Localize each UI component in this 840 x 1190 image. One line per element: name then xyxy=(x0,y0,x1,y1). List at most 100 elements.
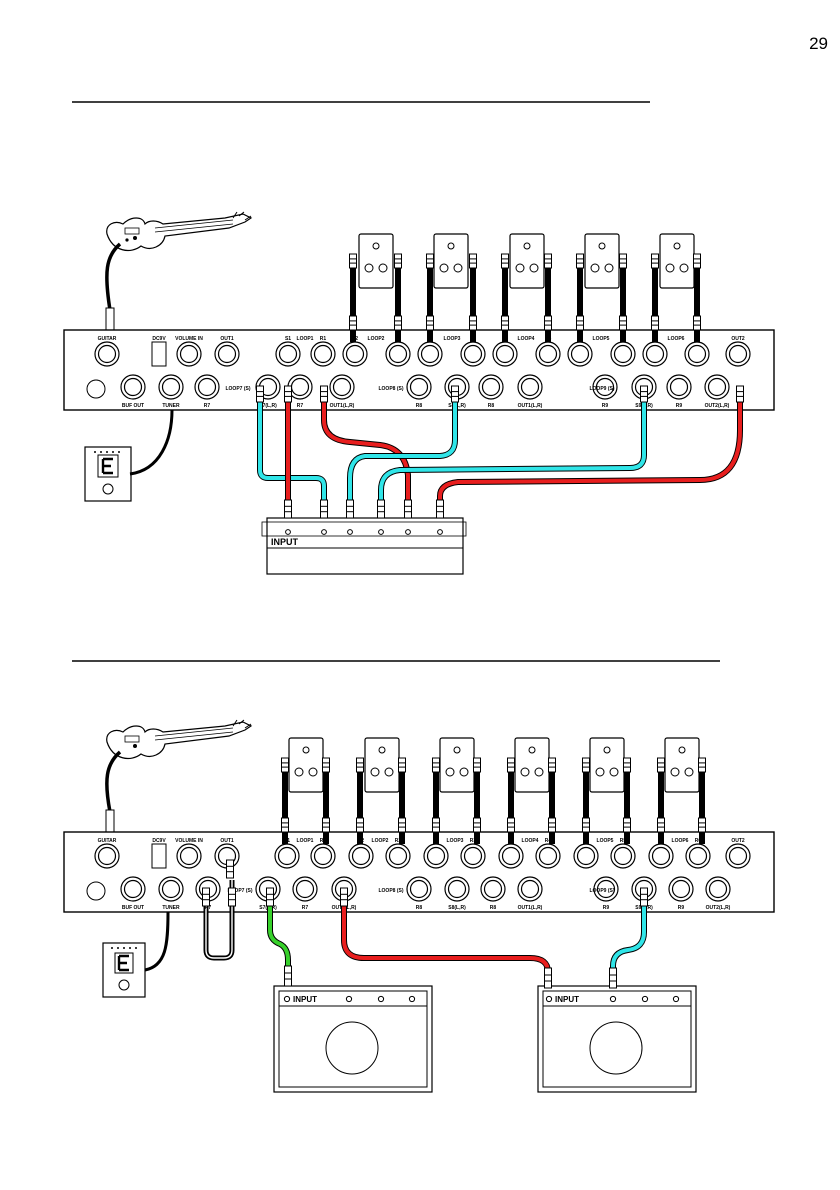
jack-label-top-lower: R8 xyxy=(488,403,495,409)
jack-label-top-lower: R7 xyxy=(297,403,304,409)
jack-bottom-upper-inner xyxy=(728,846,748,866)
effect-pedal-bottom-3-knob-l xyxy=(445,767,455,777)
pedal-top-2-plug-r-bot xyxy=(469,315,477,331)
pedal-bottom-1-cable-r xyxy=(323,760,329,844)
jack-label-bottom: R5 xyxy=(620,838,627,844)
power-jack-icon xyxy=(151,341,167,367)
send-cable-1 xyxy=(258,398,326,507)
jack-label-top-lower: TUNER xyxy=(162,403,180,409)
jack-label-top-lower: OUT2(L,R) xyxy=(705,403,730,409)
effect-pedal-top-2-led xyxy=(447,242,455,250)
effect-pedal-bottom-6-knob-r xyxy=(684,767,694,777)
tuner-icon xyxy=(84,446,132,502)
effect-pedal-top-4-led xyxy=(598,242,606,250)
jack-top-upper-inner xyxy=(613,344,633,364)
effect-pedal-bottom-2-led xyxy=(378,746,386,754)
jack-top-upper-inner xyxy=(687,344,707,364)
jack-label-bottom-lower: TUNER xyxy=(162,905,180,911)
jack-top-upper-inner xyxy=(570,344,590,364)
loop-label-top: LOOP5 xyxy=(593,336,610,342)
jack-top-upper-inner xyxy=(97,344,117,364)
jack-label-top-lower: BUF OUT xyxy=(122,403,144,409)
effect-pedal-top-4 xyxy=(584,233,620,289)
effect-pedal-bottom-2-knob-r xyxy=(384,767,394,777)
jack-top-lower-inner xyxy=(332,377,352,397)
pedal-top-5-cable-r xyxy=(694,256,700,342)
effect-pedal-top-4-knob-r xyxy=(604,263,614,273)
jack-label-top-lower: R7 xyxy=(204,403,211,409)
jack-bottom-upper-inner xyxy=(426,846,446,866)
jack-bottom-lower-inner xyxy=(483,879,503,899)
amp-plug-right-1 xyxy=(544,967,552,989)
pedal-bottom-5-cable-r xyxy=(624,760,630,844)
effect-pedal-top-2 xyxy=(433,233,469,289)
effect-pedal-bottom-1-knob-l xyxy=(294,767,304,777)
loop-s-label-top: LOOP9 (S) xyxy=(589,386,614,392)
pedal-bottom-1-plug-l-top xyxy=(281,757,289,773)
panel-plug-bottom xyxy=(340,887,348,907)
jack-top-upper-inner xyxy=(217,344,237,364)
output-plug-top xyxy=(436,499,444,519)
pedal-bottom-1-plug-r-top xyxy=(322,757,330,773)
jack-top-upper-inner xyxy=(728,344,748,364)
loop-s-label-top: LOOP7 (S) xyxy=(225,386,250,392)
output-jack-dot xyxy=(321,529,327,535)
panel-plug-bottom xyxy=(266,887,274,907)
pedal-bottom-3-plug-l-top xyxy=(432,757,440,773)
jack-top-upper-inner xyxy=(278,344,298,364)
output-jack-dot xyxy=(405,529,411,535)
pedal-top-5-plug-l-top xyxy=(651,253,659,269)
pedal-top-4-cable-l xyxy=(577,256,583,342)
return-cable-2 xyxy=(322,388,410,507)
jack-label-bottom-lower: S8(L,R) xyxy=(448,905,466,911)
effect-pedal-top-1-knob-r xyxy=(378,263,388,273)
pedal-top-4-plug-r-bot xyxy=(619,315,627,331)
effect-pedal-bottom-6-knob-l xyxy=(670,767,680,777)
effect-pedal-top-2-knob-l xyxy=(439,263,449,273)
amplifier-icon: INPUT xyxy=(273,985,433,1093)
jack-label-top: OUT1 xyxy=(220,336,234,342)
pedal-bottom-2-plug-r-top xyxy=(398,757,406,773)
pedal-bottom-1-cable-l xyxy=(282,760,288,844)
effect-pedal-top-3-led xyxy=(523,242,531,250)
effect-pedal-bottom-5-knob-l xyxy=(595,767,605,777)
jack-top-upper-inner xyxy=(388,344,408,364)
jack-bottom-upper-inner xyxy=(651,846,671,866)
jack-bottom-upper-inner xyxy=(351,846,371,866)
send-cable-3-outline xyxy=(378,397,647,508)
pedal-bottom-2-cable-l xyxy=(357,760,363,844)
jack-label-bottom-lower: R9 xyxy=(603,905,610,911)
effect-pedal-bottom-3-knob-r xyxy=(459,767,469,777)
jack-top-upper-inner xyxy=(420,344,440,364)
jack-label-bottom-lower: OUT2(L,R) xyxy=(706,905,731,911)
output-jack-dot xyxy=(437,529,443,535)
jack-top-upper-inner xyxy=(345,344,365,364)
effect-pedal-bottom-4 xyxy=(514,737,550,793)
jack-label-top: DC9V xyxy=(152,336,166,342)
pedal-bottom-4-plug-l-bot xyxy=(507,817,515,833)
loop-label-bottom: LOOP6 xyxy=(672,838,689,844)
pedal-bottom-6-plug-r-bot xyxy=(698,817,706,833)
output-jack-dot xyxy=(378,529,384,535)
panel-plug-top xyxy=(640,385,648,403)
pedal-bottom-6-plug-l-top xyxy=(657,757,665,773)
panel-plug-top xyxy=(320,385,328,403)
pedal-bottom-2-cable-r xyxy=(399,760,405,844)
jack-top-lower-inner xyxy=(595,377,615,397)
pedal-bottom-6-plug-r-top xyxy=(698,757,706,773)
jack-label-bottom-lower: R7 xyxy=(205,905,212,911)
effect-pedal-bottom-2-knob-l xyxy=(370,767,380,777)
pedal-top-4-plug-l-top xyxy=(576,253,584,269)
jack-top-lower-inner xyxy=(481,377,501,397)
jack-top-lower-inner xyxy=(161,377,181,397)
pedal-bottom-3-plug-l-bot xyxy=(432,817,440,833)
jack-label-top-lower: S7(L,R) xyxy=(259,403,277,409)
loop-label-top: LOOP4 xyxy=(518,336,535,342)
panel-plug-bottom xyxy=(228,887,236,907)
loop-label-top: LOOP3 xyxy=(444,336,461,342)
jack-label-top-lower: R9 xyxy=(676,403,683,409)
jack-label-top: OUT2 xyxy=(731,336,745,342)
pedal-bottom-3-cable-r xyxy=(474,760,480,844)
amp-plug-left xyxy=(284,965,292,987)
